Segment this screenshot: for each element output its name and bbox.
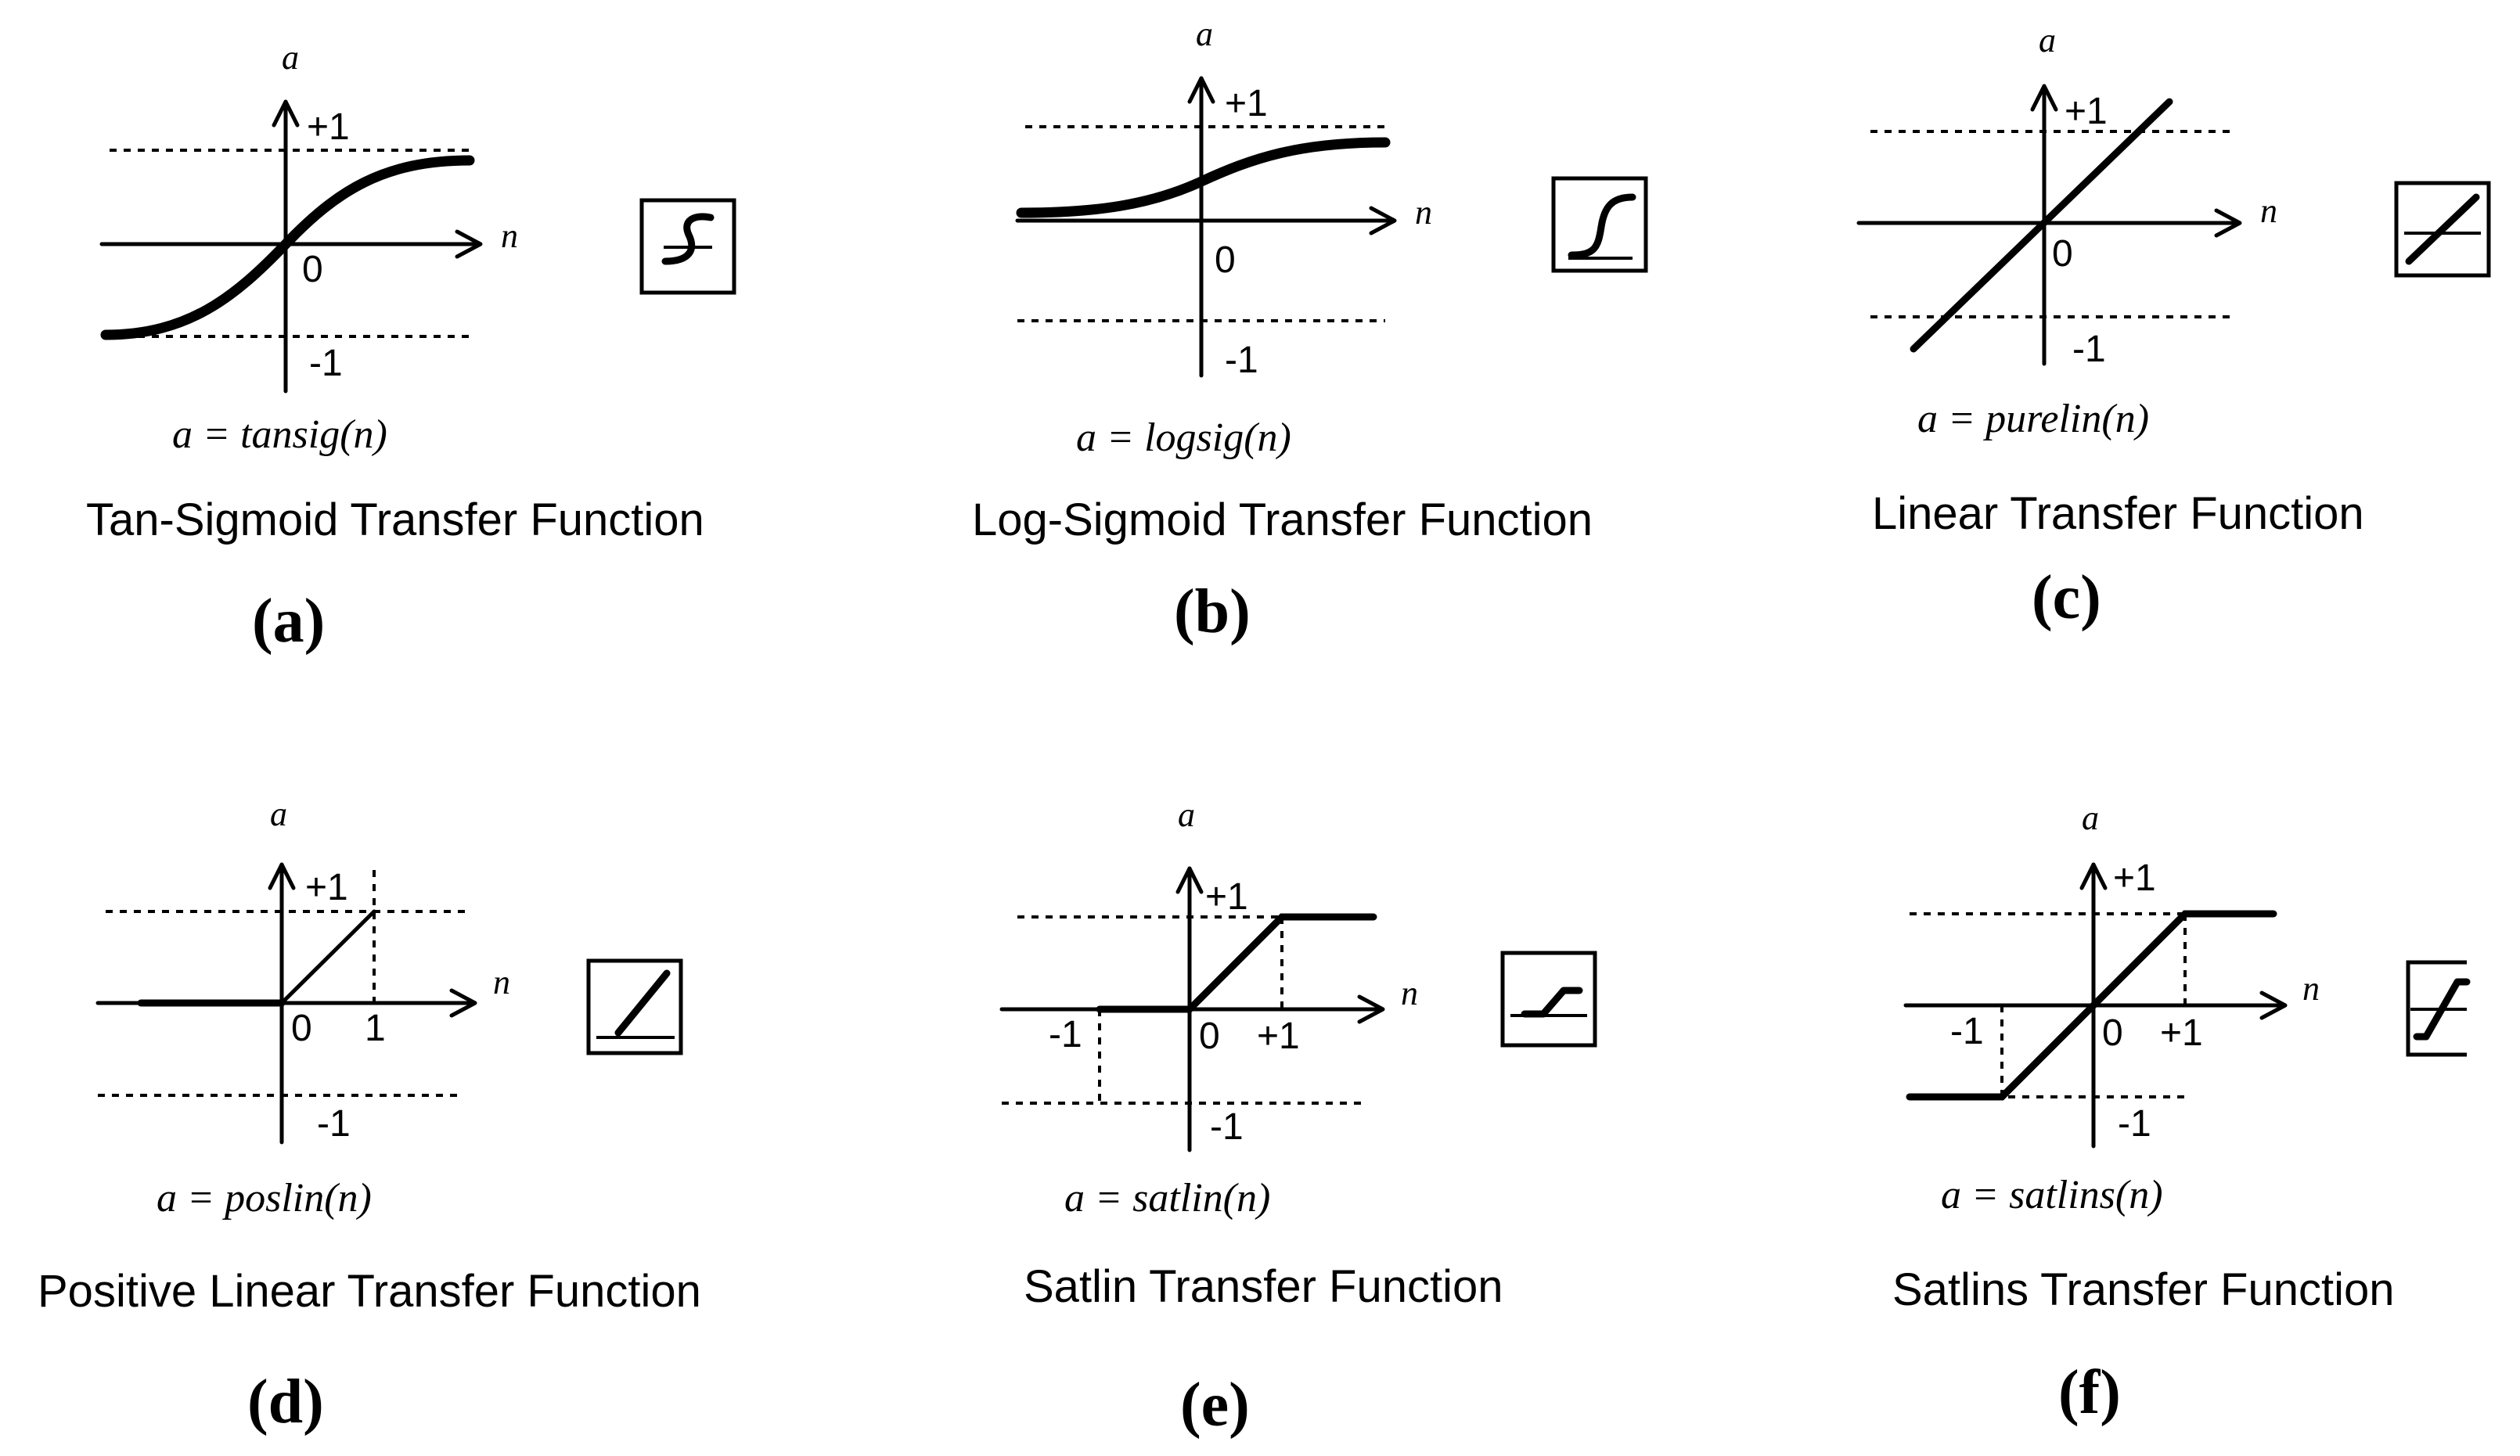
a-axis-arrow: [1175, 866, 1204, 894]
poslin-ramp-segment: [279, 909, 376, 1005]
n-axis-label: n: [2260, 192, 2277, 230]
n-plus-one-label: +1: [1257, 1016, 1300, 1057]
n-axis-arrow: [2259, 990, 2288, 1020]
minus-one-label: -1: [2072, 329, 2106, 370]
satlin-icon: [1500, 951, 1597, 1048]
n-minus-one-label: -1: [1049, 1014, 1082, 1055]
equation: a = logsig(n): [1076, 415, 1291, 460]
a-axis-arrow: [2079, 862, 2108, 890]
purelin-icon-line: [2405, 193, 2480, 265]
zero-label: 0: [291, 1008, 312, 1049]
equation: a = satlin(n): [1064, 1176, 1270, 1221]
n-minus-one-label: -1: [1950, 1011, 1984, 1052]
zero-label: 0: [2102, 1012, 2123, 1054]
logsig-curve: [1016, 137, 1391, 218]
plus-one-label: +1: [2113, 857, 2156, 899]
zero-label: 0: [1215, 239, 1236, 281]
satlin-curve: [1096, 913, 1377, 1013]
equation: a = satlins(n): [1941, 1173, 2163, 1217]
n-axis-arrow: [2214, 208, 2242, 238]
caption: Positive Linear Transfer Function: [38, 1266, 701, 1317]
satlins-curve: [1906, 910, 2277, 1101]
minus-one-label: -1: [1210, 1106, 1244, 1148]
a-axis-arrow: [1187, 76, 1215, 104]
equation: a = purelin(n): [1917, 397, 2149, 441]
caption: Log-Sigmoid Transfer Function: [972, 494, 1593, 545]
a-axis-arrow: [268, 862, 296, 890]
n-axis-arrow: [1369, 206, 1397, 235]
equation: a = tansig(n): [172, 412, 387, 457]
a-axis-label: a: [1178, 796, 1195, 834]
plus-one-label: +1: [305, 867, 348, 908]
tansig-curve: [100, 155, 475, 340]
a-axis-arrow: [272, 99, 300, 128]
n-axis-label: n: [1415, 193, 1432, 232]
n-plus-one-label: +1: [2160, 1012, 2203, 1054]
n-one-label: 1: [365, 1008, 386, 1049]
panel-c: a n +1 0 -1 a = purelin(n) Linear Transf…: [1856, 21, 2491, 632]
panel-label: (f): [2058, 1358, 2121, 1427]
panel-label: (d): [247, 1368, 324, 1436]
n-axis-arrow: [449, 988, 477, 1018]
purelin-line: [1910, 98, 2173, 353]
a-axis-label: a: [1196, 15, 1213, 53]
n-axis-label: n: [501, 217, 518, 255]
a-axis-label: a: [270, 795, 287, 833]
n-axis-label: n: [493, 963, 510, 1001]
a-axis-label: a: [2039, 21, 2056, 59]
zero-label: 0: [2052, 233, 2073, 275]
equation: a = poslin(n): [157, 1176, 372, 1221]
zero-label: 0: [302, 249, 323, 290]
caption: Tan-Sigmoid Transfer Function: [86, 494, 704, 545]
panel-label: (c): [2032, 563, 2101, 632]
tansig-icon-curve: [661, 213, 715, 265]
n-axis-arrow: [455, 229, 483, 259]
zero-label: 0: [1199, 1016, 1220, 1057]
a-axis-label: a: [2082, 799, 2099, 837]
panel-d: a n +1 0 1 -1 a = poslin(n) Positive Lin…: [38, 795, 701, 1436]
poslin-icon-line: [614, 969, 671, 1037]
minus-one-label: -1: [317, 1103, 351, 1145]
panel-a: a n +1 0 -1 a = tansig(n) Tan-Sigmoid Tr…: [86, 38, 736, 656]
panel-label: (e): [1180, 1371, 1250, 1440]
minus-one-label: -1: [1225, 340, 1258, 381]
n-axis-label: n: [1401, 974, 1418, 1012]
satlins-icon: [2406, 960, 2471, 1057]
plus-one-label: +1: [1205, 876, 1248, 918]
n-axis-arrow: [1357, 994, 1385, 1024]
minus-one-label: -1: [309, 343, 343, 384]
panel-label: (a): [252, 587, 325, 656]
a-axis-arrow: [2030, 84, 2058, 112]
caption: Satlins Transfer Function: [1892, 1264, 2395, 1315]
plus-one-label: +1: [2065, 91, 2108, 132]
logsig-icon-curve: [1568, 193, 1636, 259]
panel-e: a n +1 -1 0 +1 -1 a = satlin(n) Satlin T…: [999, 796, 1597, 1440]
panel-f: a n +1 -1 0 +1 -1 a = satlins(n) Satlins…: [1892, 799, 2471, 1427]
panel-label: (b): [1174, 577, 1251, 646]
caption: Linear Transfer Function: [1872, 488, 2364, 539]
plus-one-label: +1: [307, 106, 350, 148]
panel-b: a n +1 0 -1 a = logsig(n) Log-Sigmoid Tr…: [972, 15, 1648, 646]
plus-one-label: +1: [1225, 83, 1268, 124]
n-axis-label: n: [2302, 969, 2320, 1008]
a-axis-label: a: [282, 38, 299, 77]
caption: Satlin Transfer Function: [1024, 1261, 1503, 1312]
minus-one-label: -1: [2118, 1103, 2151, 1145]
